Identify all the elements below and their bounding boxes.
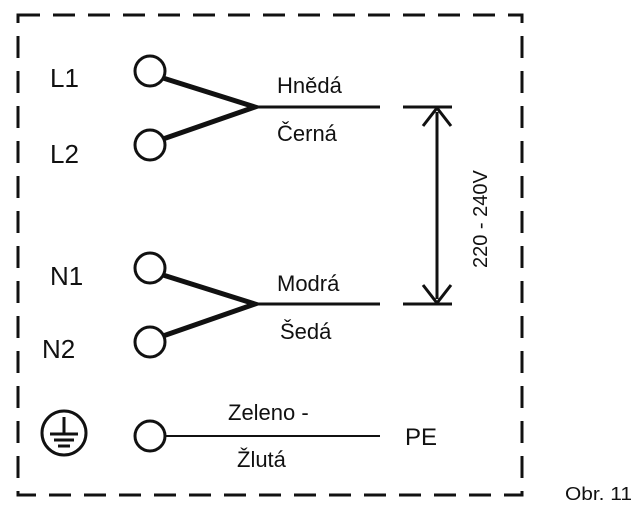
terminal-l1 bbox=[133, 54, 167, 88]
wire-label-blue: Modrá bbox=[277, 271, 340, 296]
terminal-n2 bbox=[133, 325, 167, 359]
wire-l1-l2 bbox=[162, 75, 263, 142]
wire-label-earth-2: Žlutá bbox=[237, 447, 287, 472]
enclosure-border bbox=[16, 13, 524, 497]
wire-n1-n2 bbox=[162, 272, 263, 339]
terminal-n1 bbox=[133, 251, 167, 285]
terminal-label-n1: N1 bbox=[50, 261, 83, 291]
wire-label-brown: Hnědá bbox=[277, 73, 343, 98]
wire-label-grey: Šedá bbox=[280, 319, 332, 344]
voltage-arrow bbox=[403, 105, 453, 306]
terminal-l2 bbox=[133, 128, 167, 162]
wire-label-black: Černá bbox=[277, 121, 338, 146]
figure-label: Obr. 11 bbox=[565, 484, 632, 504]
voltage-label: 220 - 240V bbox=[470, 169, 492, 268]
terminal-label-n2: N2 bbox=[42, 334, 75, 364]
terminal-label-l2: L2 bbox=[50, 139, 79, 169]
wire-label-earth-1: Zeleno - bbox=[228, 400, 309, 425]
pe-label: PE bbox=[405, 424, 437, 451]
terminal-label-l1: L1 bbox=[50, 63, 79, 93]
earth-ground-icon bbox=[40, 409, 88, 457]
terminal-pe bbox=[133, 419, 167, 453]
